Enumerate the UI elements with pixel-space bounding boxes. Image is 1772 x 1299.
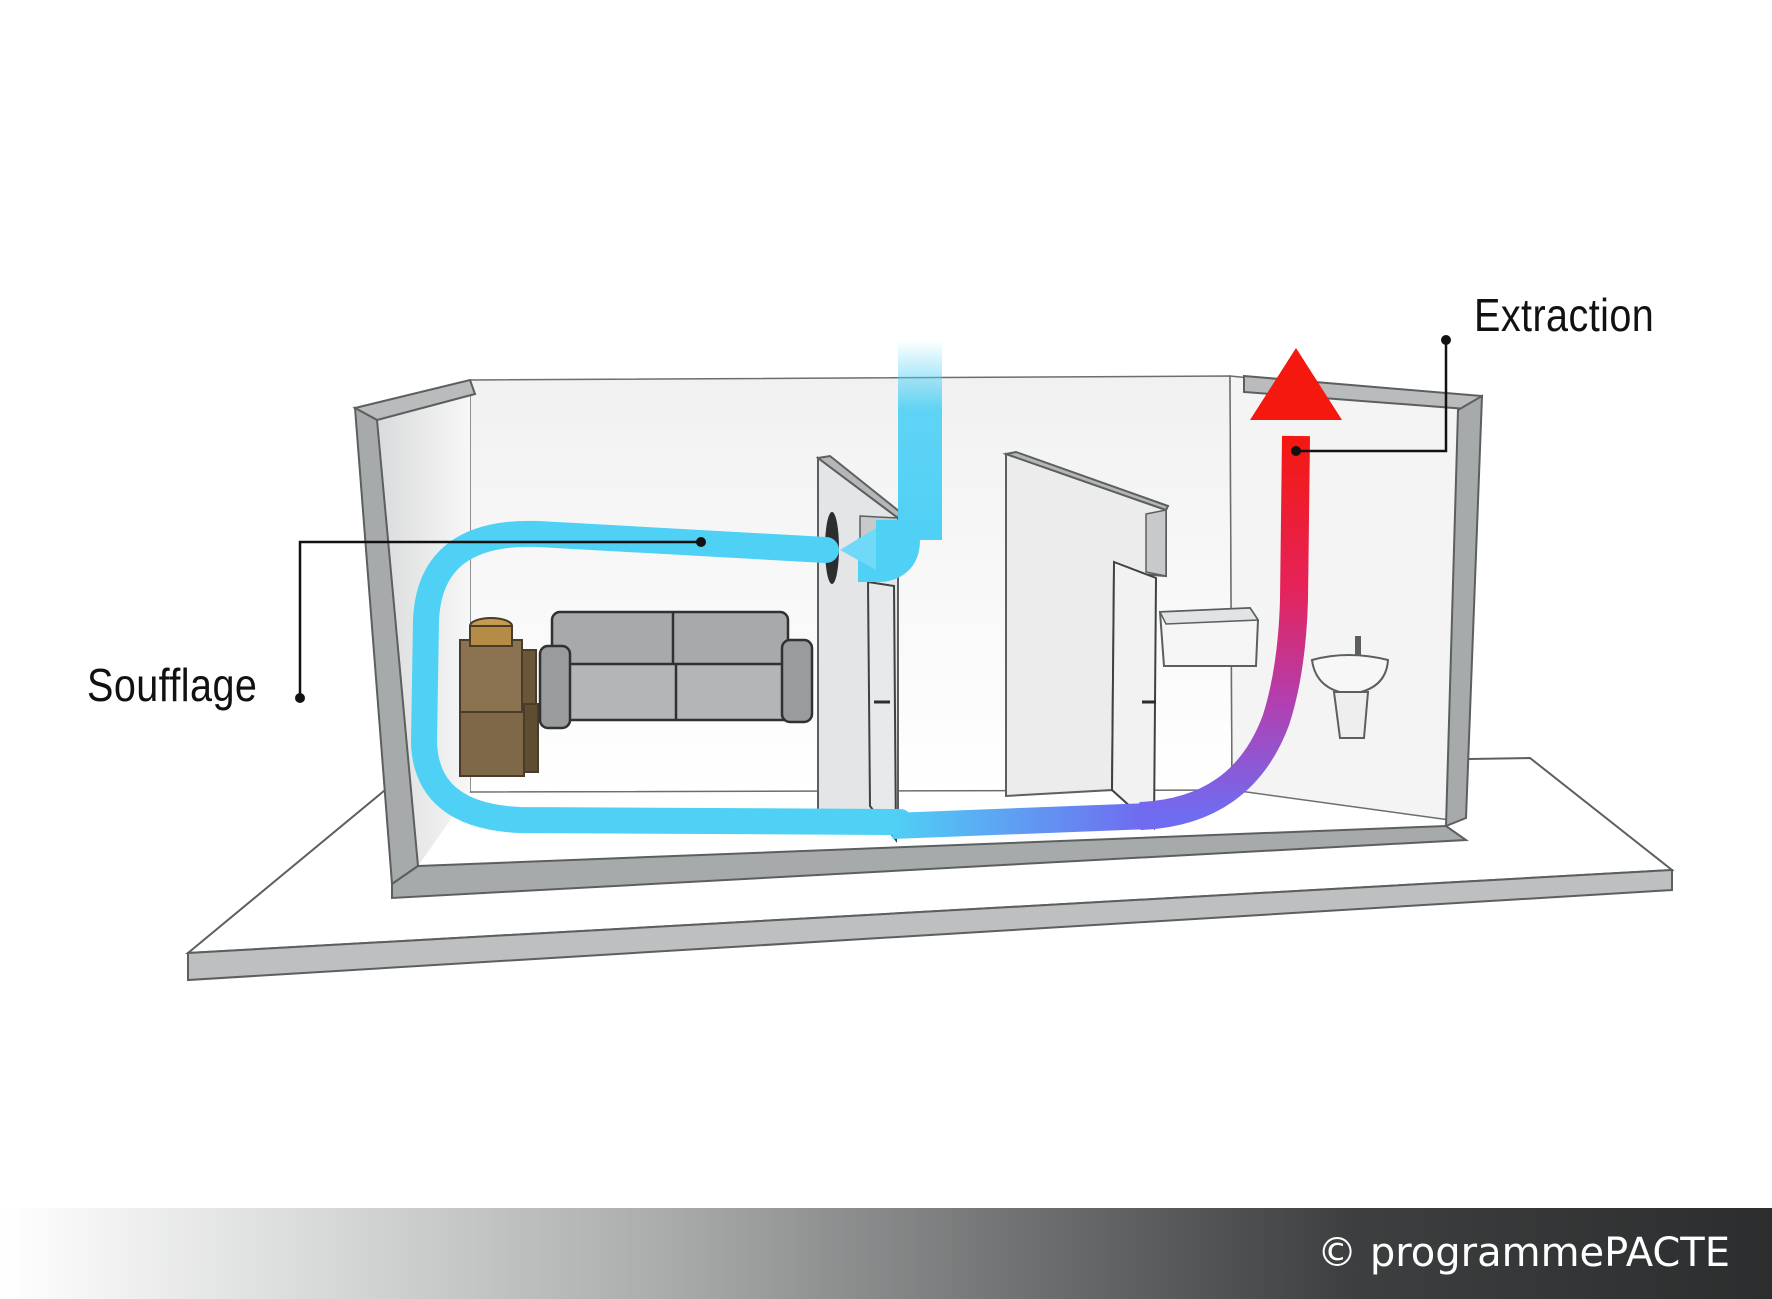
exhaust-air-flow xyxy=(1139,435,1310,830)
sofa-icon xyxy=(538,610,814,730)
bathroom-door xyxy=(1110,560,1158,831)
supply-air-inlet xyxy=(898,340,942,540)
boxes-icon xyxy=(459,617,539,777)
partition-wall-bathroom xyxy=(1002,450,1170,798)
supply-arrow xyxy=(840,528,876,570)
extraction-arrow-head xyxy=(1250,348,1342,420)
copyright-text: © programmePACTE xyxy=(1317,1230,1730,1276)
supply-air-bend xyxy=(856,518,920,582)
extraction-label: Extraction xyxy=(1474,289,1655,341)
back-wall xyxy=(469,375,1473,821)
soufflage-label: Soufflage xyxy=(87,659,258,711)
bathtub-icon xyxy=(1158,606,1260,667)
soufflage-leader-line xyxy=(295,537,706,703)
footer-bar xyxy=(0,1208,1772,1299)
sink-icon xyxy=(1310,636,1390,739)
extraction-leader-line xyxy=(1291,335,1451,456)
door-icon xyxy=(866,580,898,843)
left-wall xyxy=(352,378,477,886)
supply-air-flow xyxy=(410,520,913,835)
front-floor-edge xyxy=(391,824,1469,900)
transfer-air-flow xyxy=(891,803,1151,839)
